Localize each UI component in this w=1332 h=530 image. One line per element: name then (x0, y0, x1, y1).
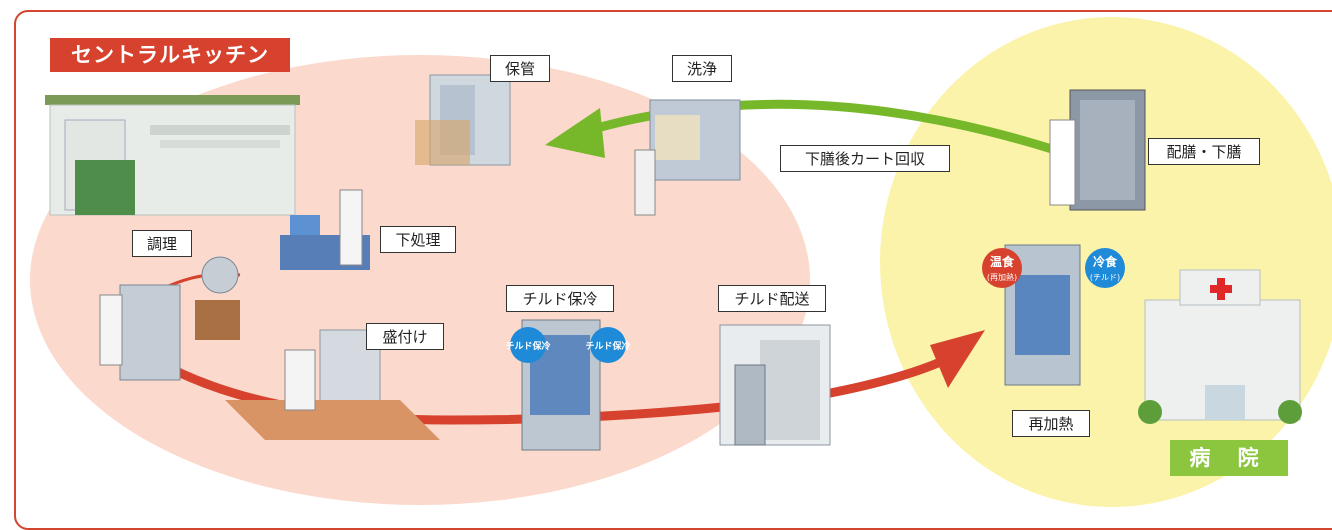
preprocessing-table-icon (280, 189, 370, 270)
hospital-building-icon (1138, 269, 1302, 424)
label-serving: 配膳・下膳 (1148, 138, 1260, 165)
washing-machine-icon (634, 99, 741, 216)
central-kitchen-title: セントラルキッチン (50, 38, 290, 72)
return-arrow (588, 99, 1057, 155)
warm-food-badge: 温食 (990, 254, 1015, 269)
chilled-cooling-badge-right: チルド保冷 (585, 340, 630, 352)
label-chilled-storage: チルド保冷 (506, 285, 614, 312)
storage-rack-icon (415, 74, 511, 166)
label-reheating: 再加熱 (1012, 410, 1090, 437)
warm-food-badge-sub: (再加熱) (987, 272, 1017, 282)
kitchen-building-icon (45, 95, 300, 216)
label-preprocessing: 下処理 (380, 226, 456, 253)
delivery-arrow-head (930, 330, 985, 388)
cooking-equipment-icon (99, 256, 240, 381)
label-storage: 保管 (490, 55, 550, 82)
label-chilled-delivery: チルド配送 (718, 285, 826, 312)
reheating-cart-icon (982, 244, 1125, 386)
chilled-delivery-truck-icon (719, 324, 831, 446)
return-arrow-head (545, 108, 605, 158)
hospital-title: 病 院 (1170, 440, 1288, 476)
cold-food-badge-sub: (チルド) (1090, 273, 1120, 282)
label-plating: 盛付け (366, 323, 444, 350)
serving-cart-icon (1049, 89, 1146, 211)
label-cooking: 調理 (132, 230, 192, 257)
chilled-storage-cart-icon (510, 319, 626, 451)
cold-food-badge: 冷食 (1093, 254, 1118, 269)
outer-frame (14, 10, 1332, 530)
label-washing: 洗浄 (672, 55, 732, 82)
process-diagram: チルド保冷 チルド保冷 温食 (再加熱) 冷食 (チルド) (30, 17, 1332, 507)
label-cart-collection: 下膳後カート回収 (780, 145, 950, 172)
chilled-cooling-badge-left: チルド保冷 (505, 340, 550, 352)
